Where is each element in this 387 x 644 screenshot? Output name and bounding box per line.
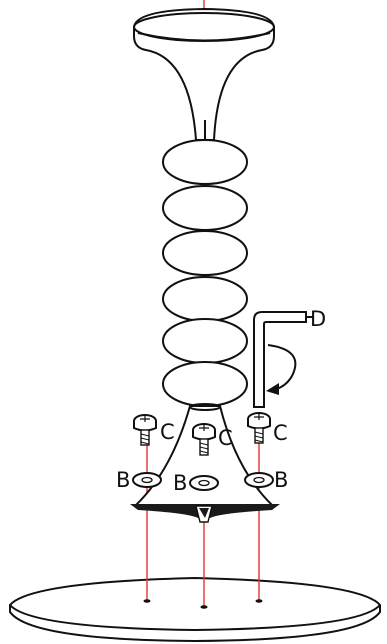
allen-key xyxy=(253,311,313,408)
label-washer-left: B xyxy=(116,468,130,492)
washer-left xyxy=(132,472,162,488)
screw-left xyxy=(133,414,157,446)
segment-5 xyxy=(162,318,248,364)
top-shade xyxy=(133,7,275,141)
label-key: D xyxy=(310,307,326,331)
label-screw-left: C xyxy=(160,420,175,444)
label-washer-center: B xyxy=(173,471,187,495)
segment-2 xyxy=(162,185,248,231)
base-disc xyxy=(9,576,381,643)
label-screw-right: C xyxy=(273,421,288,445)
segment-3 xyxy=(162,230,248,276)
mounting-plate xyxy=(130,504,280,523)
curved-arrow-icon xyxy=(266,344,297,395)
base-holes xyxy=(143,599,263,609)
stacked-segments xyxy=(162,139,248,407)
label-washer-right: B xyxy=(274,468,288,492)
screw-center xyxy=(192,423,216,456)
screw-right xyxy=(247,412,271,444)
washer-center xyxy=(189,475,219,491)
label-screw-center: C xyxy=(218,426,233,450)
washer-right xyxy=(244,472,274,488)
segment-1 xyxy=(162,139,248,185)
segment-4 xyxy=(162,276,248,322)
segment-6 xyxy=(162,361,248,407)
